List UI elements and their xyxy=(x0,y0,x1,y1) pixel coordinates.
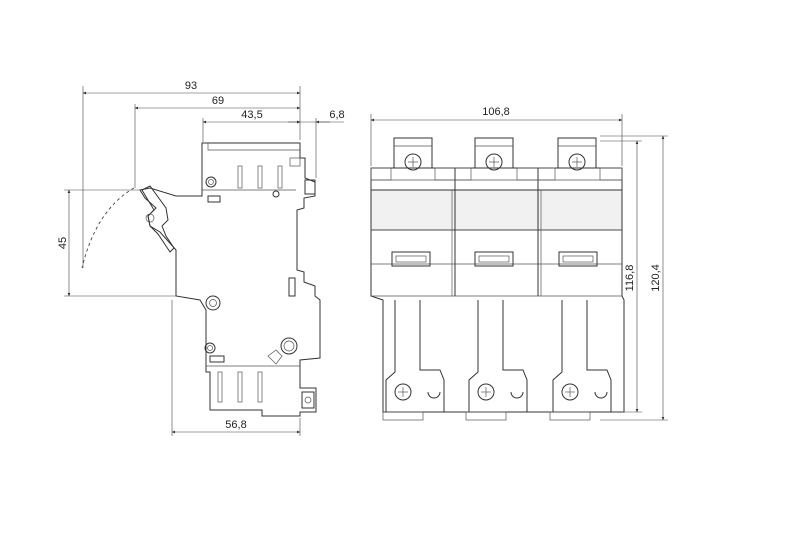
status-window-inner xyxy=(395,255,427,263)
pole-1 xyxy=(385,137,445,412)
din-clip-hole xyxy=(304,396,312,404)
bottom-terminal-wall xyxy=(385,300,396,412)
front-upper-band xyxy=(370,189,623,231)
dimension-6-8: 6,8 xyxy=(288,109,345,178)
side-slot xyxy=(237,371,243,403)
din-clip-top xyxy=(304,179,316,195)
dim-label-69: 69 xyxy=(212,95,224,107)
rivet-inner xyxy=(208,179,214,185)
dimension-56-8: 56,8 xyxy=(171,300,301,436)
side-window xyxy=(207,195,221,203)
side-notch xyxy=(289,157,301,167)
clamp-hook xyxy=(510,391,524,399)
clamp-hook xyxy=(427,391,441,399)
dim-label-116-8: 116,8 xyxy=(624,265,636,292)
bottom-terminal-screw xyxy=(561,383,579,401)
top-terminal-block xyxy=(393,137,433,169)
din-clip xyxy=(301,391,315,409)
status-window xyxy=(558,251,598,267)
side-slot xyxy=(217,371,223,403)
dim-label-43-5: 43,5 xyxy=(241,109,262,121)
dim-label-56-8: 56,8 xyxy=(225,419,246,431)
top-terminal-screw xyxy=(568,153,586,171)
top-terminal-screw xyxy=(404,153,422,171)
side-latch xyxy=(267,349,283,365)
bottom-terminal-screw xyxy=(477,383,495,401)
pole-3 xyxy=(552,137,612,412)
dimension-69: 69 xyxy=(134,95,301,188)
bottom-foot xyxy=(382,411,424,421)
bottom-terminal-screw xyxy=(394,383,412,401)
bottom-foot xyxy=(549,411,591,421)
front-view: 106,8 116,8 120,4 xyxy=(370,106,668,421)
side-slot xyxy=(237,165,243,189)
dimension-43-5: 43,5 xyxy=(202,109,301,142)
pole-2 xyxy=(468,137,528,412)
dimension-116-8: 116,8 xyxy=(600,140,642,413)
bottom-terminal-wall xyxy=(419,300,445,412)
side-slot xyxy=(277,165,283,189)
dim-label-120-4: 120,4 xyxy=(650,264,662,292)
dimension-106-8: 106,8 xyxy=(370,106,623,166)
terminal-screw-inner xyxy=(283,340,295,352)
top-tab xyxy=(599,167,623,181)
rivet-large xyxy=(205,295,221,311)
clamp-hook xyxy=(594,391,608,399)
side-top-step xyxy=(207,143,300,151)
bottom-terminal-wall xyxy=(502,300,528,412)
rivet-inner xyxy=(209,299,217,307)
top-tab xyxy=(370,167,392,181)
rivet xyxy=(205,176,217,188)
status-window xyxy=(474,251,514,267)
dim-label-6-8: 6,8 xyxy=(329,109,344,121)
bottom-foot xyxy=(465,411,507,421)
side-view: 93 69 43,5 6,8 45 56,8 xyxy=(57,80,345,436)
top-tab xyxy=(516,167,556,181)
bottom-terminal-wall xyxy=(586,300,612,412)
dim-label-45: 45 xyxy=(57,237,69,249)
status-window-inner xyxy=(478,255,510,263)
side-window-vertical xyxy=(288,277,296,297)
dimension-93: 93 xyxy=(82,80,301,268)
status-window-inner xyxy=(562,255,594,263)
side-window xyxy=(209,355,225,363)
side-slot xyxy=(257,165,263,189)
terminal-screw-side xyxy=(280,337,298,355)
dimension-45: 45 xyxy=(57,189,176,297)
side-slot xyxy=(257,371,263,403)
status-window xyxy=(391,251,431,267)
handle-pivot xyxy=(145,213,155,223)
top-terminal-screw xyxy=(485,153,503,171)
dim-label-93: 93 xyxy=(185,80,197,92)
rivet-small xyxy=(272,190,280,198)
rivet xyxy=(204,342,216,354)
bottom-terminal-wall xyxy=(552,300,563,412)
rivet-inner xyxy=(207,345,213,351)
handle xyxy=(141,185,175,253)
side-view-outline xyxy=(139,142,321,417)
top-terminal-block xyxy=(474,137,514,169)
bottom-terminal-wall xyxy=(468,300,479,412)
top-tab xyxy=(434,167,472,181)
dimension-120-4: 120,4 xyxy=(600,135,668,421)
top-terminal-block xyxy=(557,137,597,169)
handle-swing-arc xyxy=(81,187,135,269)
dim-label-106-8: 106,8 xyxy=(482,106,510,118)
